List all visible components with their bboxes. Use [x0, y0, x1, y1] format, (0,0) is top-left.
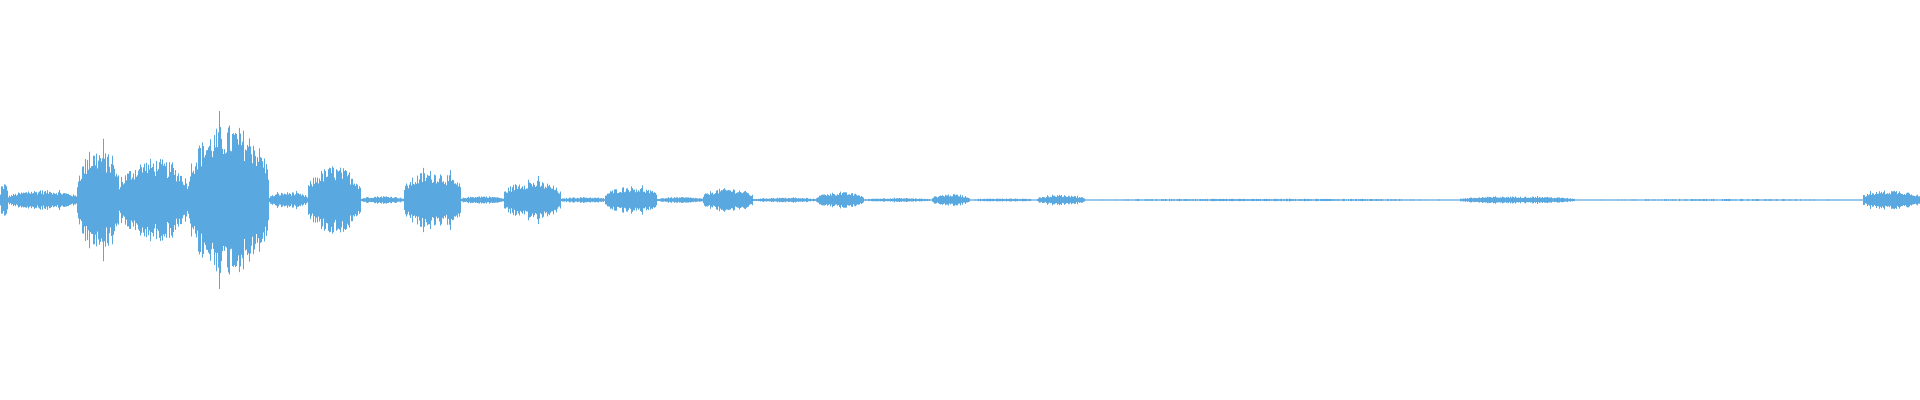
waveform-view [0, 110, 1920, 290]
audio-waveform [0, 110, 1920, 290]
